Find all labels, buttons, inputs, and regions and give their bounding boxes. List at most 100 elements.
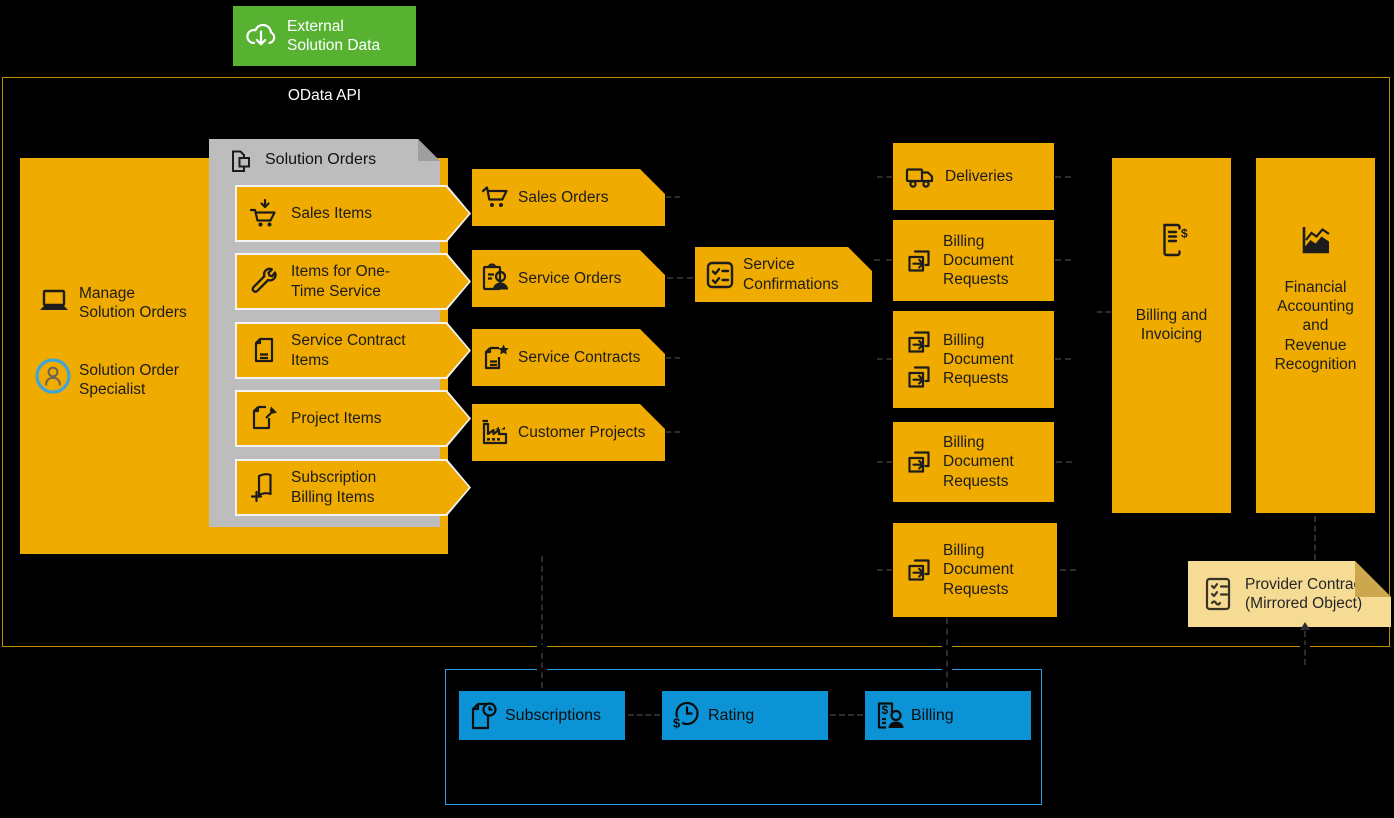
service-orders-label: Service Orders [518,269,622,287]
billing-document-requests-box-1: Billing Document Requests [893,220,1054,301]
truck-icon [905,167,934,188]
billing-document-requests-label: Billing Document Requests [943,331,1014,388]
billing-label: Billing [911,706,954,724]
connector-bdr2-in [877,358,892,360]
customer-projects-box: Customer Projects [472,404,665,461]
billing-document-requests-box-4: Billing Document Requests [893,523,1057,617]
document-arrow-double-icon [904,327,934,392]
billing-and-invoicing-box: $ Billing and Invoicing [1112,158,1231,513]
connector-customer-projects-out [666,431,680,433]
svg-text:$: $ [882,703,889,717]
arrow-item-project-items: Project Items [235,390,471,447]
connector-service-contracts-out [666,357,680,359]
checklist-icon [704,259,736,291]
cart-receive-icon [249,198,276,226]
border-notch [537,645,547,649]
border-notch [537,668,547,671]
arrow-item-label: Items for One- Time Service [291,263,391,300]
connector-bdr1-out [1055,259,1071,261]
connector-deliveries-out [1055,176,1071,178]
arrow-item-sales-items: Sales Items [235,185,471,242]
connector-billing-invoicing-in [1097,311,1111,313]
laptop-icon [40,289,68,310]
subscription-billing-container [445,669,1042,805]
billing-box: $ Billing [865,691,1031,740]
financial-accounting-label: Financial Accounting and Revenue Recogni… [1274,279,1357,373]
cart-icon [478,180,514,216]
copy-documents-icon [227,148,255,176]
solution-order-specialist-label: Solution Order Specialist [79,362,179,399]
checklist-document-icon [1199,575,1237,613]
deliveries-box: Deliveries [893,143,1054,210]
main-container [2,77,1390,647]
page-clock-icon [471,701,497,729]
connector-service-orders-confirmations [667,277,693,279]
service-contracts-box: Service Contracts [472,329,665,386]
svg-text:$: $ [673,715,681,730]
odata-api-label: OData API [287,87,362,104]
deliveries-label: Deliveries [945,167,1014,185]
connector-rating-billing [830,714,863,716]
connector-sales-orders-out [666,196,680,198]
customer-projects-label: Customer Projects [518,423,646,441]
wrench-icon [251,267,277,293]
cloud-download-icon [246,23,276,46]
clipboard-person-icon [478,261,514,297]
border-notch [1300,645,1310,649]
connector-bdr-billing [946,618,948,688]
billing-document-requests-box-3: Billing Document Requests [893,422,1054,502]
arrow-item-label: Project Items [291,409,382,427]
connector-deliveries-in [877,176,892,178]
service-confirmations-box: Service Confirmations [695,247,872,302]
billing-document-requests-label: Billing Document Requests [943,434,1014,490]
service-confirmations-label: Service Confirmations [743,256,839,293]
document-arrow-icon [908,559,930,581]
manage-solution-orders-label: Manage Solution Orders [79,285,187,322]
billing-document-requests-box-2: Billing Document Requests [893,311,1054,408]
arrow-item-label: Service Contract Items [291,332,406,369]
area-chart-icon [1302,227,1330,254]
service-orders-box: Service Orders [472,250,665,307]
document-lines-icon [254,337,274,362]
arrow-item-label: Subscription Billing Items [291,469,377,506]
document-star-icon [478,340,514,376]
document-pin-icon [252,405,277,429]
clock-dollar-icon: $ [670,701,699,730]
connector-subscriptions-rating [628,714,660,716]
connector-confirmations-bdr [874,259,892,261]
document-arrow-icon [908,331,930,353]
connector-items-subscriptions [541,556,543,688]
page-plus-icon [250,472,272,502]
external-solution-data-label: External Solution Data [287,17,381,54]
connector-bdr2-out [1055,358,1071,360]
connector-bdr4-in [877,569,892,571]
external-solution-data-box: External Solution Data [233,6,416,66]
document-arrow-icon [908,249,930,272]
provider-contracts-box: Provider Contracts (Mirrored Object) [1188,561,1391,627]
connector-arrowhead-up [1300,622,1310,630]
subscriptions-label: Subscriptions [505,706,602,724]
border-notch [942,645,952,649]
arrow-item-subscription-billing-items: Subscription Billing Items [235,459,471,516]
document-arrow-icon [908,451,930,473]
rating-box: $ Rating [662,691,828,740]
subscriptions-box: Subscriptions [459,691,625,740]
arrow-item-service-contract-items: Service Contract Items [235,322,471,379]
connector-bdr3-in [877,461,892,463]
connector-finacc-provider [1314,516,1316,560]
svg-text:$: $ [1181,227,1188,241]
financial-accounting-box: Financial Accounting and Revenue Recogni… [1256,158,1375,513]
invoice-dollar-icon: $ [1162,223,1188,257]
arrow-item-one-time-service: Items for One- Time Service [235,253,471,310]
rating-label: Rating [708,706,755,724]
factory-icon [478,415,514,451]
connector-bdr3-out [1056,461,1072,463]
border-notch [942,668,952,671]
sales-orders-label: Sales Orders [518,188,609,206]
billing-and-invoicing-label: Billing and Invoicing [1135,307,1208,344]
connector-bdr4-out [1060,569,1076,571]
billing-document-requests-label: Billing Document Requests [943,542,1014,598]
invoice-person-icon: $ [877,701,904,729]
solution-orders-title: Solution Orders [265,151,377,168]
